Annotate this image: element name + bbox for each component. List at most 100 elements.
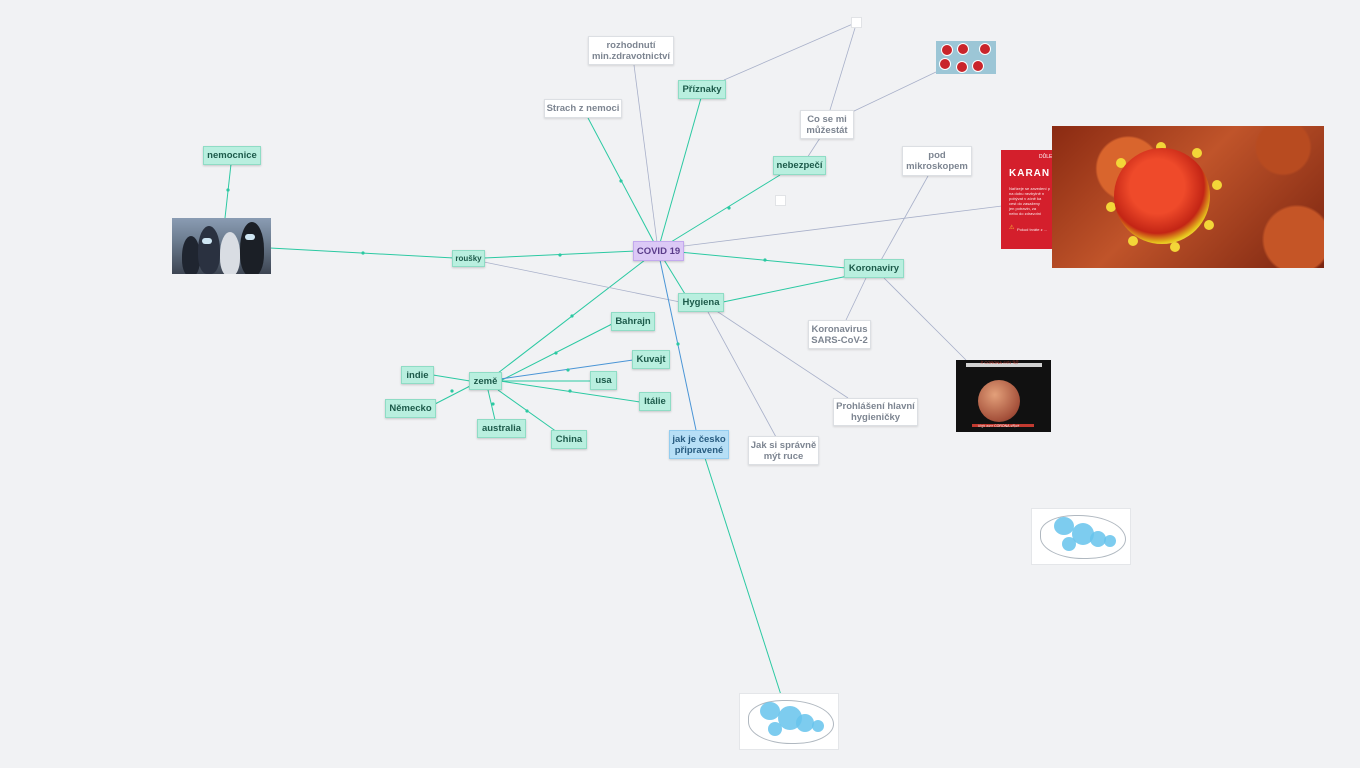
- virus-spike: [1170, 242, 1180, 252]
- microscope-video-image[interactable]: ঐ CORONA এবার ছিট মানুষ করুন CORONA বাইর…: [956, 360, 1051, 432]
- node-china[interactable]: China: [551, 430, 587, 449]
- warning-icon: ⚠: [1009, 225, 1015, 231]
- node-label: Kuvajt: [636, 354, 666, 365]
- node-label: země: [473, 375, 498, 387]
- link-hygiena-prohlaseni: [711, 307, 849, 399]
- virus-microscope-illustration: [978, 380, 1020, 422]
- czech-map-image[interactable]: [739, 693, 839, 750]
- node-usa[interactable]: usa: [590, 371, 617, 390]
- link-marker: [525, 409, 529, 413]
- node-mikroskop[interactable]: pod mikroskopem: [902, 146, 972, 176]
- map-cluster: [1072, 523, 1094, 545]
- node-label: COVID 19: [636, 245, 681, 257]
- link-rousky-hygiena: [483, 261, 681, 303]
- map-cluster: [760, 702, 780, 720]
- symptoms-icons-image[interactable]: [936, 41, 996, 74]
- link-koronaviry-video: [883, 277, 967, 361]
- link-zeme-nemecko: [434, 384, 473, 405]
- sign-line: Nařízeje se zavedení p: [1009, 186, 1050, 191]
- node-label: roušky: [455, 254, 482, 263]
- link-root-rousky: [483, 249, 659, 259]
- node-label: Německo: [389, 403, 432, 414]
- node-label: australia: [481, 423, 522, 434]
- virus-spike: [1128, 236, 1138, 246]
- link-hygiena-mytruce: [707, 311, 777, 438]
- node-label: pod mikroskopem: [906, 150, 968, 172]
- link-root-strach: [587, 117, 659, 251]
- node-label: Itálie: [644, 396, 666, 407]
- video-caption-top: ঐ CORONA এবার ছিট: [980, 360, 1019, 365]
- node-rozhodnuti[interactable]: rozhodnutí min.zdravotnictví: [588, 36, 674, 65]
- symptom-icon: [957, 43, 969, 55]
- person-figure: [198, 226, 220, 274]
- node-koronaviry[interactable]: Koronaviry: [844, 259, 904, 278]
- node-label: Jak si správně mýt ruce: [750, 439, 817, 462]
- node-strach[interactable]: Strach z nemoci: [544, 99, 622, 118]
- children-masks-image[interactable]: [172, 218, 271, 274]
- link-root-rozhodnuti: [633, 64, 659, 251]
- link-hygiena-koronaviry: [722, 275, 849, 303]
- node-label: nebezpečí: [776, 160, 823, 171]
- node-covid-root[interactable]: COVID 19: [633, 241, 684, 261]
- node-cesko[interactable]: jak je česko připravené: [669, 430, 729, 459]
- link-marker: [763, 258, 767, 262]
- node-label: Příznaky: [682, 84, 722, 95]
- node-australia[interactable]: australia: [477, 419, 526, 438]
- node-nebezpeci[interactable]: nebezpečí: [773, 156, 826, 175]
- link-marker: [619, 179, 623, 183]
- sign-line: na dobu nezbytně n: [1009, 191, 1045, 196]
- sign-title: KARAN: [1009, 168, 1051, 179]
- node-label: jak je česko připravené: [672, 433, 726, 456]
- node-prohlaseni[interactable]: Prohlášení hlavní hygieničky: [833, 398, 918, 426]
- link-marker: [226, 188, 230, 192]
- map-cluster: [1104, 535, 1116, 547]
- node-bahrajn[interactable]: Bahrajn: [611, 312, 655, 331]
- node-kuvajt[interactable]: Kuvajt: [632, 350, 670, 369]
- link-root-koronaviry: [657, 249, 847, 269]
- map-cluster: [1062, 537, 1076, 551]
- node-indie[interactable]: indie: [401, 366, 434, 384]
- czech-map-image[interactable]: [1031, 508, 1131, 565]
- link-root-sign: [683, 205, 1003, 247]
- coronavirus-image[interactable]: [1052, 126, 1324, 268]
- link-root-zeme: [497, 249, 659, 374]
- node-label: nemocnice: [207, 150, 257, 161]
- node-sarscov2[interactable]: Koronavirus SARS-CoV-2: [808, 320, 871, 349]
- node-label: Koronaviry: [848, 263, 900, 274]
- quarantine-sign-image[interactable]: DŮLEŽ KARAN Nařízeje se zavedení p na do…: [1001, 150, 1061, 249]
- symptom-icon: [956, 61, 968, 73]
- sign-line: nebo do zdravotní: [1009, 211, 1042, 216]
- virus-spike: [1212, 180, 1222, 190]
- node-hygiena[interactable]: Hygiena: [678, 293, 724, 312]
- symptom-icon: [941, 44, 953, 56]
- link-cosemi-dot: [829, 27, 856, 111]
- node-priznaky[interactable]: Příznaky: [678, 80, 726, 99]
- node-label: Hygiena: [682, 297, 720, 308]
- link-marker: [676, 342, 680, 346]
- map-outline: [748, 700, 834, 744]
- node-zeme[interactable]: země: [469, 372, 502, 390]
- node-italie[interactable]: Itálie: [639, 392, 671, 411]
- map-cluster: [1054, 517, 1074, 535]
- link-marker: [568, 389, 572, 393]
- sign-footer: Pokud trváte z ...: [1017, 227, 1048, 232]
- node-nemecko[interactable]: Německo: [385, 399, 436, 418]
- link-marker: [558, 253, 562, 257]
- node-mytruce[interactable]: Jak si správně mýt ruce: [748, 436, 819, 465]
- node-label: Strach z nemoci: [546, 103, 620, 114]
- empty-node[interactable]: [851, 17, 862, 28]
- link-zeme-australia: [487, 389, 496, 421]
- node-rousky[interactable]: roušky: [452, 250, 485, 267]
- node-label: Koronavirus SARS-CoV-2: [811, 323, 868, 346]
- node-cosemi[interactable]: Co se mi můžestát: [800, 110, 854, 139]
- node-label: Bahrajn: [615, 316, 651, 327]
- node-nemocnice[interactable]: nemocnice: [203, 146, 261, 165]
- link-root-nebezpeci: [657, 174, 781, 251]
- map-outline: [1040, 515, 1126, 559]
- node-label: usa: [595, 375, 612, 386]
- video-caption-bar: [966, 363, 1042, 367]
- link-cosemi-nebezpeci: [806, 137, 821, 159]
- empty-node[interactable]: [775, 195, 786, 206]
- sign-header: DŮLEŽ: [1039, 154, 1056, 160]
